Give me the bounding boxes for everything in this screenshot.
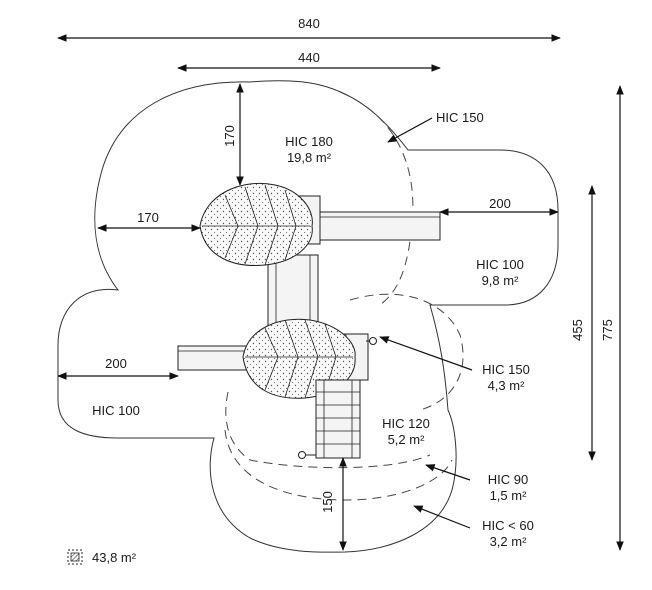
dim-200-left-label: 200 xyxy=(105,356,127,371)
hic120-boundary xyxy=(225,391,431,469)
dim-170-horiz-label: 170 xyxy=(137,210,159,225)
hic60-title: HIC < 60 xyxy=(482,518,534,533)
dim-150-label: 150 xyxy=(320,491,335,513)
hic120-area: 5,2 m² xyxy=(388,432,426,447)
dim-775-label: 775 xyxy=(600,319,615,341)
leader-hic150 xyxy=(387,117,433,143)
hic60-area: 3,2 m² xyxy=(490,534,528,549)
hic150-boundary xyxy=(339,91,414,306)
total-area-label: 43,8 m² xyxy=(92,550,137,565)
hatched-square-icon xyxy=(67,549,83,565)
handle-icon xyxy=(369,337,377,345)
hic150-outer-label: HIC 150 xyxy=(436,110,484,125)
leader-hic150-small xyxy=(379,336,473,371)
hic100-left-title: HIC 100 xyxy=(92,403,140,418)
lower-leaf-roof xyxy=(242,318,356,399)
hic120-title: HIC 120 xyxy=(382,416,430,431)
dim-440-label: 440 xyxy=(298,50,320,65)
hic150-small-title: HIC 150 xyxy=(482,362,530,377)
leader-hic60 xyxy=(413,505,471,529)
safety-zone-outline xyxy=(57,80,559,553)
dim-200-right-label: 200 xyxy=(489,196,511,211)
connecting-ladder xyxy=(267,254,319,328)
hic180-area: 19,8 m² xyxy=(287,150,332,165)
leader-hic90 xyxy=(425,464,471,481)
upper-slide xyxy=(317,211,441,241)
hic100-right-title: HIC 100 xyxy=(476,257,524,272)
hic150-boundary-lower xyxy=(349,293,464,411)
stairs xyxy=(315,379,361,459)
hic150-small-area: 4,3 m² xyxy=(488,378,526,393)
hic90-area: 1,5 m² xyxy=(490,488,528,503)
hic100-right-area: 9,8 m² xyxy=(482,273,520,288)
handle-icon xyxy=(298,451,306,459)
dim-170-vert-label: 170 xyxy=(222,125,237,147)
dim-840-label: 840 xyxy=(298,16,320,31)
hic90-title: HIC 90 xyxy=(488,472,528,487)
hic180-title: HIC 180 xyxy=(285,134,333,149)
upper-leaf-roof xyxy=(199,183,313,267)
dim-455-label: 455 xyxy=(570,319,585,341)
